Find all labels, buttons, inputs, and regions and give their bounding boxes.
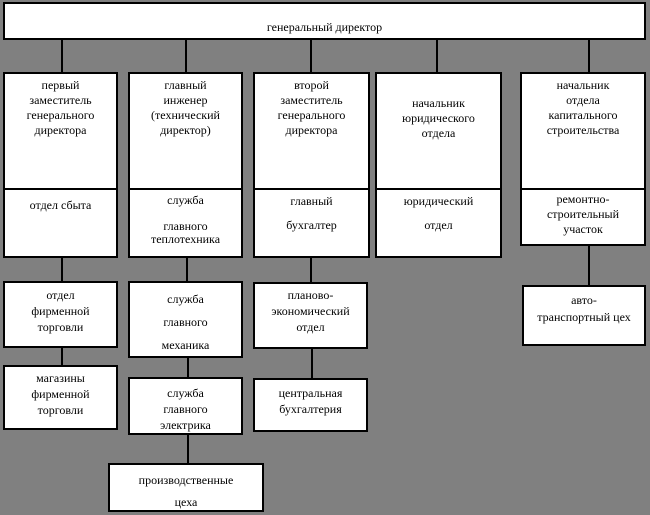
connector-line <box>187 358 189 377</box>
org-node-legal-department: юридический отдел <box>375 188 502 258</box>
connector-line <box>61 258 63 281</box>
connector-line <box>186 258 188 281</box>
org-node-chief-accountant: главный бухгалтер <box>253 188 370 258</box>
org-node-second-deputy-general-director: второй заместитель генерального директор… <box>253 72 370 190</box>
org-node-planning-economic-department: планово- экономический отдел <box>253 282 368 349</box>
connector-line <box>311 349 313 378</box>
org-node-central-accounting: центральная бухгалтерия <box>253 378 368 432</box>
connector-line <box>310 258 312 282</box>
org-node-general-director: генеральный директор <box>3 2 646 40</box>
org-node-sales-department: отдел сбыта <box>3 188 118 258</box>
org-node-chief-electrician-service: служба главного электрика <box>128 377 243 435</box>
connector-line <box>61 40 63 72</box>
connector-line <box>185 40 187 72</box>
org-node-chief-mechanic-service: служба главного механика <box>128 281 243 358</box>
org-node-head-of-legal-department: начальник юридического отдела <box>375 72 502 190</box>
org-node-chief-engineer-technical-director: главный инженер (технический директор) <box>128 72 243 190</box>
org-node-brand-trade-department: отдел фирменной торговли <box>3 281 118 348</box>
org-node-head-of-capital-construction-department: начальник отдела капитального строительс… <box>520 72 646 190</box>
connector-line <box>436 40 438 72</box>
org-node-auto-transport-shop: авто- транспортный цех <box>522 285 646 346</box>
org-node-first-deputy-general-director: первый заместитель генерального директор… <box>3 72 118 190</box>
org-node-chief-heat-engineer-service: служба главного теплотехника <box>128 188 243 258</box>
connector-line <box>310 40 312 72</box>
connector-line <box>61 348 63 365</box>
connector-line <box>588 246 590 285</box>
org-node-repair-construction-section: ремонтно- строительный участок <box>520 188 646 246</box>
connector-line <box>588 40 590 72</box>
connector-line <box>187 435 189 463</box>
org-node-brand-trade-stores: магазины фирменной торговли <box>3 365 118 430</box>
org-node-production-shops: производственные цеха <box>108 463 264 512</box>
